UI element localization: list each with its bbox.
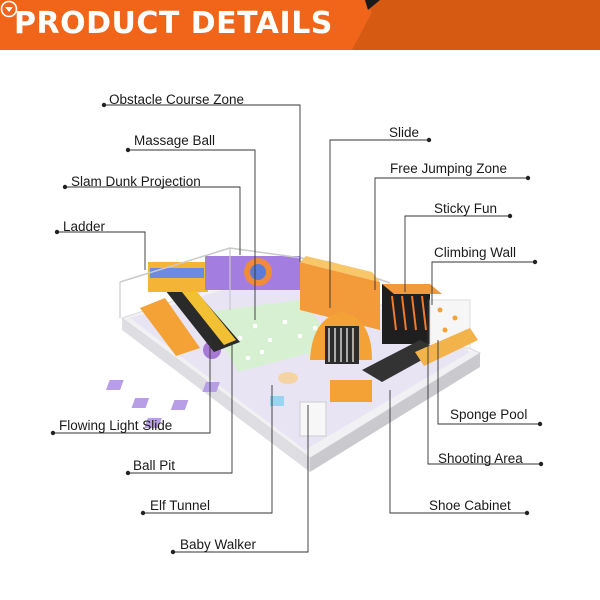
label-shoe-cabinet: Shoe Cabinet xyxy=(429,498,511,513)
label-slide: Slide xyxy=(389,125,420,140)
header-background xyxy=(0,0,600,50)
label-sponge-pool: Sponge Pool xyxy=(450,407,528,422)
chevron-down-circle-icon[interactable] xyxy=(0,0,18,18)
label-sticky-fun: Sticky Fun xyxy=(434,201,498,216)
label-ladder: Ladder xyxy=(63,219,106,234)
label-free-jumping-zone: Free Jumping Zone xyxy=(390,161,508,176)
label-massage-ball: Massage Ball xyxy=(134,133,216,148)
label-flowing-light-slide: Flowing Light Slide xyxy=(59,418,173,433)
label-obstacle-course-zone: Obstacle Course Zone xyxy=(109,92,245,107)
label-baby-walker: Baby Walker xyxy=(180,537,257,552)
label-climbing-wall: Climbing Wall xyxy=(434,245,517,260)
label-shooting-area: Shooting Area xyxy=(438,451,523,466)
label-slam-dunk-projection: Slam Dunk Projection xyxy=(71,174,201,189)
page-title: PRODUCT DETAILS xyxy=(14,6,333,41)
label-elf-tunnel: Elf Tunnel xyxy=(150,498,211,513)
label-ball-pit: Ball Pit xyxy=(133,458,176,473)
header-banner: PRODUCT DETAILS xyxy=(0,0,600,50)
